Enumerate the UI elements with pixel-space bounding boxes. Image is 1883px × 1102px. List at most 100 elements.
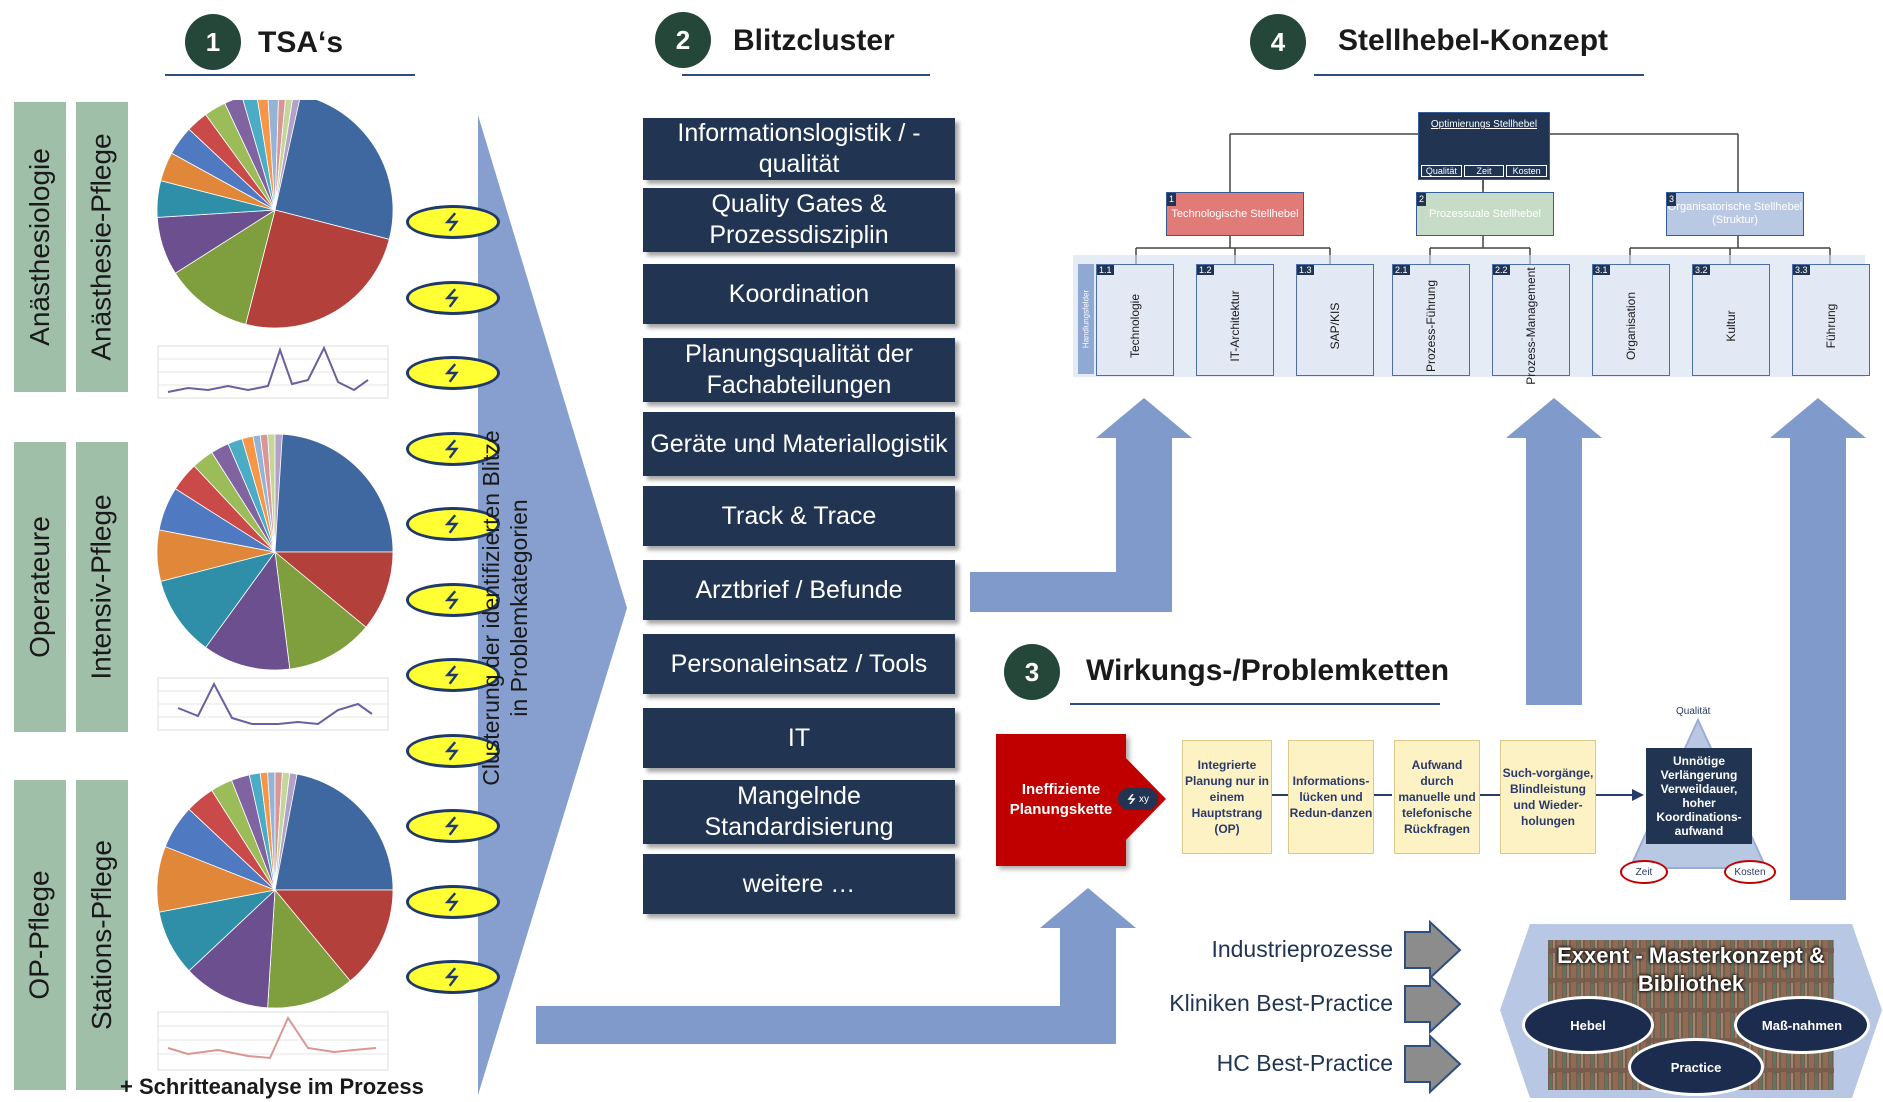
category-item: Personaleinsatz / Tools — [643, 634, 955, 694]
tab-intensiv-pflege: Intensiv-Pflege — [76, 442, 128, 732]
lightning-bolt-badge — [406, 280, 500, 315]
section-4-title: Stellhebel-Konzept — [1338, 24, 1609, 57]
stellhebel-root-label: Optimierungs Stellhebel — [1430, 119, 1538, 130]
pie-slice — [242, 100, 276, 211]
lightning-bolt-badge — [406, 582, 500, 617]
lightning-icon — [444, 287, 459, 308]
pie-slice — [274, 889, 394, 982]
pie-slice — [274, 551, 367, 670]
category-item: Planungsqualität der Fachabteilungen — [643, 338, 955, 402]
arrow-to-stellhebel-1 — [970, 398, 1192, 612]
pie-slice — [224, 100, 276, 211]
category-item: Koordination — [643, 264, 955, 324]
pie-slice — [267, 888, 351, 1009]
category-item: Track & Trace — [643, 486, 955, 546]
lightning-bolt-badge — [406, 431, 500, 466]
exxent-title: Exxent - Masterkonzept & Bibliothek — [1557, 943, 1825, 996]
exxent-oval-practice: Practice — [1628, 1038, 1764, 1096]
chain-bolt-badge: xy — [1118, 788, 1158, 810]
category-item: weitere … — [643, 854, 955, 914]
tsa-pie-chart-2 — [156, 433, 394, 671]
chain-step-2: Informations-lücken und Redun-danzen — [1288, 740, 1374, 854]
lightning-icon — [444, 967, 459, 987]
pie-slice — [273, 551, 394, 628]
lightning-icon — [444, 665, 459, 685]
tab-stations-pflege: Stations-Pflege — [76, 780, 128, 1090]
lightning-icon — [444, 816, 459, 836]
source-industrieprozesse: Industrieprozesse — [1211, 936, 1393, 962]
tab-anaesthesiologie: Anästhesiologie — [14, 102, 66, 392]
chain-result-box: Unnötige Verlängerung Verweildauer, hohe… — [1646, 748, 1752, 844]
triangle-label-time: Zeit — [1620, 860, 1668, 884]
lightning-icon — [444, 740, 459, 761]
pie-slice — [274, 433, 283, 553]
category-item: Arztbrief / Befunde — [643, 560, 955, 620]
lightning-icon — [444, 438, 459, 459]
category-item: Quality Gates & Prozessdisziplin — [643, 188, 955, 252]
root-sub-time: Zeit — [1463, 165, 1505, 177]
chain-arrowhead — [1632, 789, 1644, 801]
source-arrow-2 — [1404, 973, 1462, 1035]
chain-start-box: Ineffiziente Planungskette — [996, 734, 1126, 866]
lightning-icon — [444, 891, 459, 912]
lightning-bolt-badge — [406, 658, 500, 692]
lightning-icon — [444, 514, 459, 534]
lightning-bolt-badge — [406, 507, 500, 541]
category-item: Geräte und Materiallogistik — [643, 412, 955, 476]
exxent-oval-massnahmen: Maß-nahmen — [1734, 996, 1870, 1054]
section-2-title: Blitzcluster — [733, 24, 895, 57]
triangle-label-cost: Kosten — [1724, 860, 1776, 884]
pie-slice — [160, 551, 276, 649]
section-4-underline — [1314, 74, 1644, 76]
cluster-chevron-arrow — [478, 115, 627, 1095]
tab-anaesthesie-pflege: Anästhesie-Pflege — [76, 102, 128, 392]
section-3-underline — [1070, 703, 1440, 705]
category-item: IT — [643, 708, 955, 768]
lightning-bolt-badge — [406, 809, 500, 843]
category-item: Mangelnde Standardisierung — [643, 780, 955, 844]
lightning-bolt-badge — [406, 205, 500, 239]
lightning-bolt-badge — [406, 356, 500, 390]
exxent-oval-hebel: Hebel — [1522, 996, 1654, 1054]
pie-slice — [245, 209, 390, 329]
tab-operateure: Operateure — [14, 442, 66, 732]
pie-slice — [274, 100, 286, 211]
pie-slice — [274, 100, 293, 211]
handlungsfelder-side: Handlungsfelder — [1078, 264, 1094, 374]
chain-step-4: Such-vorgänge, Blindleistung und Wieder-… — [1500, 740, 1596, 854]
chain-step-1: Integrierte Planung nur in einem Hauptst… — [1182, 740, 1272, 854]
pie-slice — [274, 100, 394, 240]
tsa-sparkline-3 — [157, 1011, 389, 1071]
tsa-pie-chart-1 — [156, 100, 394, 329]
section-3-title: Wirkungs-/Problemketten — [1086, 654, 1450, 687]
bolt-icon — [1127, 794, 1136, 804]
category-item: Informationslogistik / -qualität — [643, 118, 955, 180]
tsa-sparkline-2 — [157, 677, 389, 731]
clustering-label: Clusterung der identifizierten Blitze in… — [478, 430, 532, 786]
chain-step-3: Aufwand durch manuelle und telefonische … — [1394, 740, 1480, 854]
lightning-bolt-badge — [406, 884, 500, 919]
pie-slice — [174, 209, 276, 325]
root-sub-cost: Kosten — [1506, 165, 1548, 177]
source-arrow-3 — [1404, 1033, 1462, 1095]
tsa-sparkline-1 — [157, 345, 389, 399]
lightning-icon — [444, 212, 459, 232]
section-3-badge: 3 — [1004, 644, 1060, 700]
section-2-underline — [682, 74, 930, 76]
root-sub-quality: Qualität — [1421, 165, 1462, 177]
triangle-label-quality: Qualität — [1676, 706, 1711, 717]
tsa-pie-chart-3 — [156, 771, 394, 1009]
section-2-badge: 2 — [655, 12, 711, 68]
source-hc-best-practice: HC Best-Practice — [1216, 1050, 1393, 1076]
pie-slice — [188, 889, 276, 1009]
pie-slice — [205, 550, 291, 671]
